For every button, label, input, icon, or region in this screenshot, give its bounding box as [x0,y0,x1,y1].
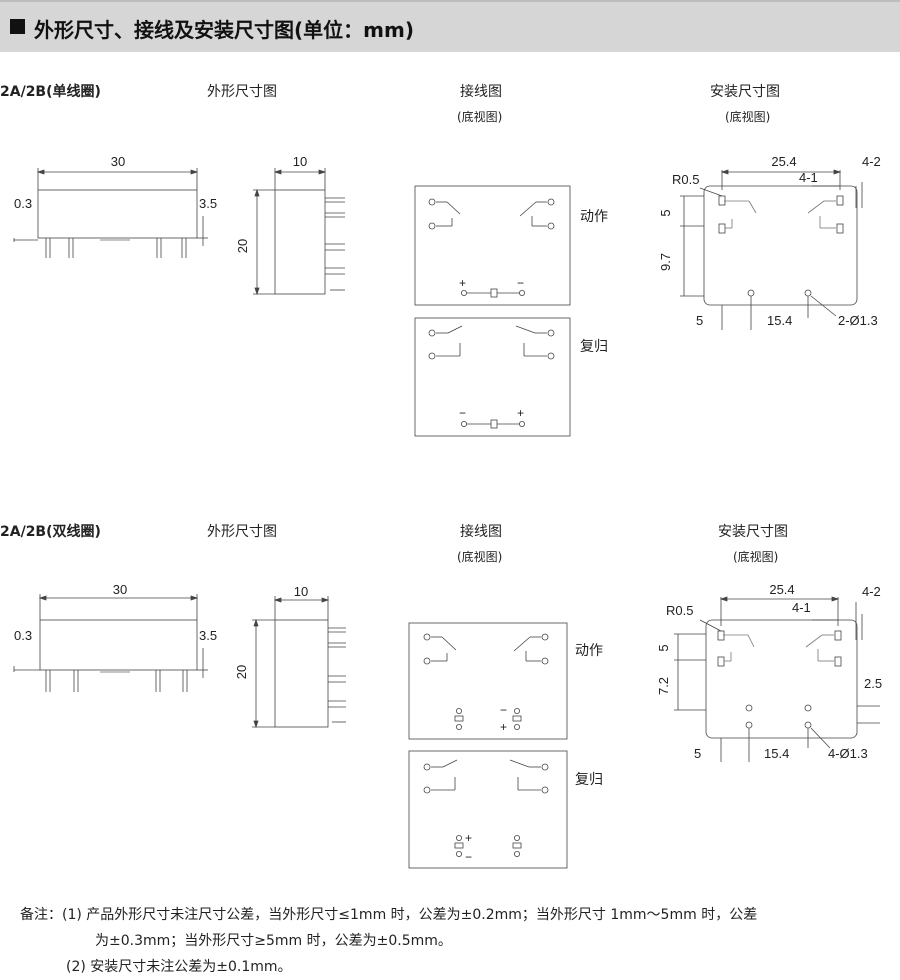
outline-side-view-2 [13,594,208,692]
outline-end-view-1 [253,168,345,296]
dim-m-hole-1: 2-Ø1.3 [838,313,878,328]
dim-length-1: 30 [111,154,125,169]
section-header: 外形尺寸、接线及安装尺寸图(单位：mm) [0,0,900,52]
mount-sub-2: (底视图) [733,550,779,564]
sign-minus-1b: − [459,406,466,420]
outline-end-view-2 [252,596,346,729]
dim-m-42-1: 4-2 [862,154,881,169]
dim-m-width-2: 25.4 [769,582,794,597]
mount-view-2 [674,596,880,762]
wiring-operate-1 [414,185,571,306]
state-reset-1: 复归 [580,339,608,355]
dim-m-72-2: 7.2 [656,677,671,695]
dim-m-bottom5-1: 5 [696,313,703,328]
note-1-number: (1) [62,907,82,923]
notes-line-3: (2) 安装尺寸未注公差为±0.1mm。 [66,954,292,980]
outline-title-1: 外形尺寸图 [207,84,277,100]
sign-minus-2a: − [500,703,507,717]
wiring-title-1: 接线图 [460,84,502,100]
wiring-operate-2 [408,622,568,740]
note-2-number: (2) [66,959,86,975]
dim-length-2: 30 [113,582,127,597]
dim-m-5-1: 5 [658,209,673,216]
square-bullet-icon [10,19,25,34]
sign-plus-1b: + [517,406,524,420]
dim-m-154-1: 15.4 [767,313,792,328]
sign-minus-2b: − [465,850,472,864]
model-label-single: 2A/2B(单线圈) [0,84,101,100]
note-1-text-a: 产品外形尺寸未注尺寸公差，当外形尺寸≤1mm 时，公差为±0.2mm；当外形尺寸… [86,907,758,923]
dim-height-1: 20 [235,239,250,253]
wiring-reset-1 [414,317,571,437]
sign-minus-1a: − [517,276,524,290]
note-1-text-b: 为±0.3mm；当外形尺寸≥5mm 时，公差为±0.5mm。 [95,933,452,949]
wiring-sub-1: (底视图) [457,110,503,124]
mount-title-1: 安装尺寸图 [710,84,780,100]
outline-side-view-1 [13,168,208,258]
notes-line-2: 为±0.3mm；当外形尺寸≥5mm 时，公差为±0.5mm。 [95,928,452,954]
dim-height-right-2: 3.5 [199,628,217,643]
state-operate-2: 动作 [575,643,603,659]
dim-left-gap-2: 0.3 [14,628,32,643]
dim-m-bottom5-2: 5 [694,746,701,761]
dim-height-right-1: 3.5 [199,196,217,211]
wiring-sub-2: (底视图) [457,550,503,564]
state-reset-2: 复归 [575,772,603,788]
dim-m-hole-2: 4-Ø1.3 [828,746,868,761]
dim-m-5-2: 5 [656,644,671,651]
notes-label: 备注： [20,907,62,923]
dim-m-154-2: 15.4 [764,746,789,761]
dim-width-1: 10 [293,154,307,169]
mount-sub-1: (底视图) [725,110,771,124]
note-2-text: 安装尺寸未注公差为±0.1mm。 [90,959,292,975]
dim-m-41-1: 4-1 [799,170,818,185]
mount-view-1 [680,169,863,330]
dim-m-41-2: 4-1 [792,600,811,615]
dim-m-r-1: R0.5 [672,172,699,187]
dim-m-width-1: 25.4 [771,154,796,169]
dim-height-2: 20 [234,665,249,679]
dim-left-gap-1: 0.3 [14,196,32,211]
dim-m-42-2: 4-2 [862,584,881,599]
mount-title-2: 安装尺寸图 [718,524,788,540]
outline-title-2: 外形尺寸图 [207,524,277,540]
dim-width-2: 10 [294,584,308,599]
model-label-double: 2A/2B(双线圈) [0,524,101,540]
sign-plus-2b: + [465,831,472,845]
notes-line-1: 备注：(1) 产品外形尺寸未注尺寸公差，当外形尺寸≤1mm 时，公差为±0.2m… [20,902,757,928]
state-operate-1: 动作 [580,209,608,225]
dim-m-97-1: 9.7 [658,253,673,271]
sign-plus-2a: + [500,720,507,734]
section-title: 外形尺寸、接线及安装尺寸图(单位：mm) [34,18,414,42]
dim-m-r-2: R0.5 [666,603,693,618]
wiring-title-2: 接线图 [460,524,502,540]
sign-plus-1a: + [459,276,466,290]
wiring-reset-2 [408,750,568,869]
dim-m-25-2: 2.5 [864,676,882,691]
